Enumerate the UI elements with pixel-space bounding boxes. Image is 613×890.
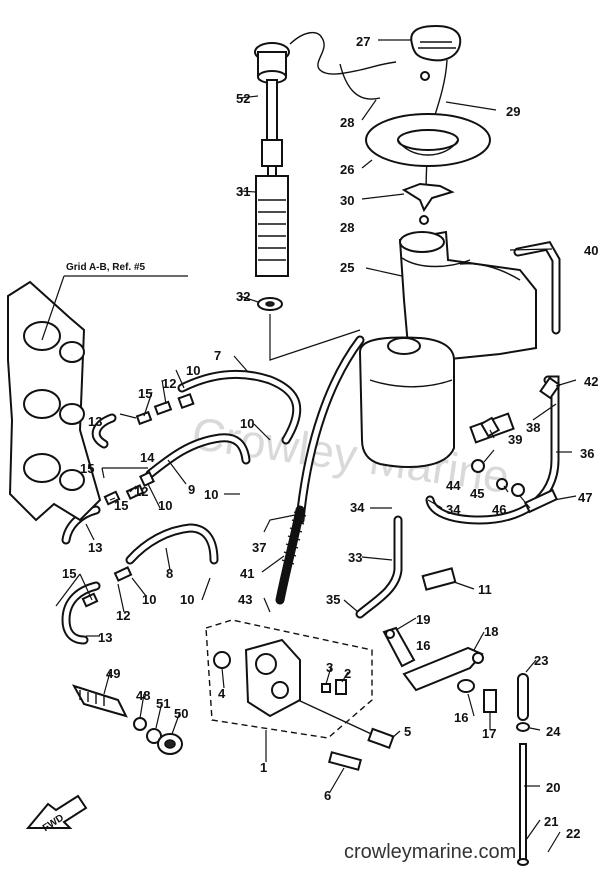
part-label-12b: 12 <box>134 484 148 499</box>
part-label-35: 35 <box>326 592 340 607</box>
part-label-24: 24 <box>546 724 561 739</box>
part-label-1: 1 <box>260 760 267 775</box>
drive-gear-drawing <box>71 684 183 755</box>
part-label-14: 14 <box>140 450 155 465</box>
part-label-10c: 10 <box>204 487 218 502</box>
part-number-labels: 52 31 32 27 28 29 26 30 28 25 40 42 39 3… <box>62 34 598 841</box>
part-label-8: 8 <box>166 566 173 581</box>
part-label-15b: 15 <box>80 461 94 476</box>
part-label-13b: 13 <box>88 540 102 555</box>
part-label-12c: 12 <box>116 608 130 623</box>
link-rod-drawing <box>382 626 530 866</box>
grid-reference-callout: Grid A-B, Ref. #5 <box>41 262 188 341</box>
part-label-51: 51 <box>156 696 170 711</box>
part-label-20: 20 <box>546 780 560 795</box>
part-label-34a: 34 <box>350 500 365 515</box>
manifold-casting-drawing <box>7 280 102 522</box>
hoses-drawing <box>61 240 561 645</box>
part-label-23: 23 <box>534 653 548 668</box>
part-label-33: 33 <box>348 550 362 565</box>
fittings-drawing <box>81 376 561 608</box>
part-label-17: 17 <box>482 726 496 741</box>
part-label-38: 38 <box>526 420 540 435</box>
part-label-46: 46 <box>492 502 506 517</box>
part-label-30: 30 <box>340 193 354 208</box>
part-label-10d: 10 <box>158 498 172 513</box>
part-label-15d: 15 <box>62 566 76 581</box>
watermark-text: Crowley Marine <box>189 407 513 503</box>
part-label-16b: 16 <box>454 710 468 725</box>
part-label-10a: 10 <box>240 416 254 431</box>
part-label-13c: 13 <box>98 630 112 645</box>
part-label-28b: 28 <box>340 220 354 235</box>
footer-site-text: crowleymarine.com <box>344 841 516 863</box>
part-label-27: 27 <box>356 34 370 49</box>
part-label-37: 37 <box>252 540 266 555</box>
part-label-32: 32 <box>236 289 250 304</box>
part-label-10f: 10 <box>180 592 194 607</box>
part-label-4: 4 <box>218 686 226 701</box>
part-label-47: 47 <box>578 490 592 505</box>
fwd-arrow: FWD <box>25 794 88 834</box>
tank-cap-filter-drawing <box>289 24 491 225</box>
part-label-9: 9 <box>188 482 195 497</box>
part-label-15c: 15 <box>114 498 128 513</box>
part-label-18: 18 <box>484 624 498 639</box>
part-label-10b: 10 <box>186 363 200 378</box>
part-label-16a: 16 <box>416 638 430 653</box>
part-label-34b: 34 <box>446 502 461 517</box>
part-label-15a: 15 <box>138 386 152 401</box>
part-label-10e: 10 <box>142 592 156 607</box>
part-label-52: 52 <box>236 91 250 106</box>
part-label-3: 3 <box>326 660 333 675</box>
part-label-13a: 13 <box>88 414 102 429</box>
part-label-28a: 28 <box>340 115 354 130</box>
part-label-45: 45 <box>470 486 484 501</box>
part-label-44: 44 <box>446 478 461 493</box>
part-label-6: 6 <box>324 788 331 803</box>
part-label-42: 42 <box>584 374 598 389</box>
oil-pump-drawing <box>205 619 395 771</box>
part-label-41: 41 <box>240 566 254 581</box>
part-label-5: 5 <box>404 724 411 739</box>
oil-level-gauge-drawing <box>254 42 290 311</box>
part-label-11: 11 <box>478 582 492 597</box>
part-label-39: 39 <box>508 432 522 447</box>
part-label-29: 29 <box>506 104 520 119</box>
part-label-22: 22 <box>566 826 580 841</box>
part-label-7: 7 <box>214 348 221 363</box>
leader-lines <box>55 39 577 853</box>
part-label-36: 36 <box>580 446 594 461</box>
part-label-48: 48 <box>136 688 150 703</box>
part-label-43: 43 <box>238 592 252 607</box>
part-label-19: 19 <box>416 612 430 627</box>
part-label-26: 26 <box>340 162 354 177</box>
part-label-49: 49 <box>106 666 120 681</box>
part-label-25: 25 <box>340 260 354 275</box>
grid-reference-label: Grid A-B, Ref. #5 <box>66 262 146 273</box>
part-label-40: 40 <box>584 243 598 258</box>
part-label-21: 21 <box>544 814 558 829</box>
part-label-12a: 12 <box>162 376 176 391</box>
part-label-2: 2 <box>344 666 351 681</box>
part-label-50: 50 <box>174 706 188 721</box>
part-label-31: 31 <box>236 184 250 199</box>
